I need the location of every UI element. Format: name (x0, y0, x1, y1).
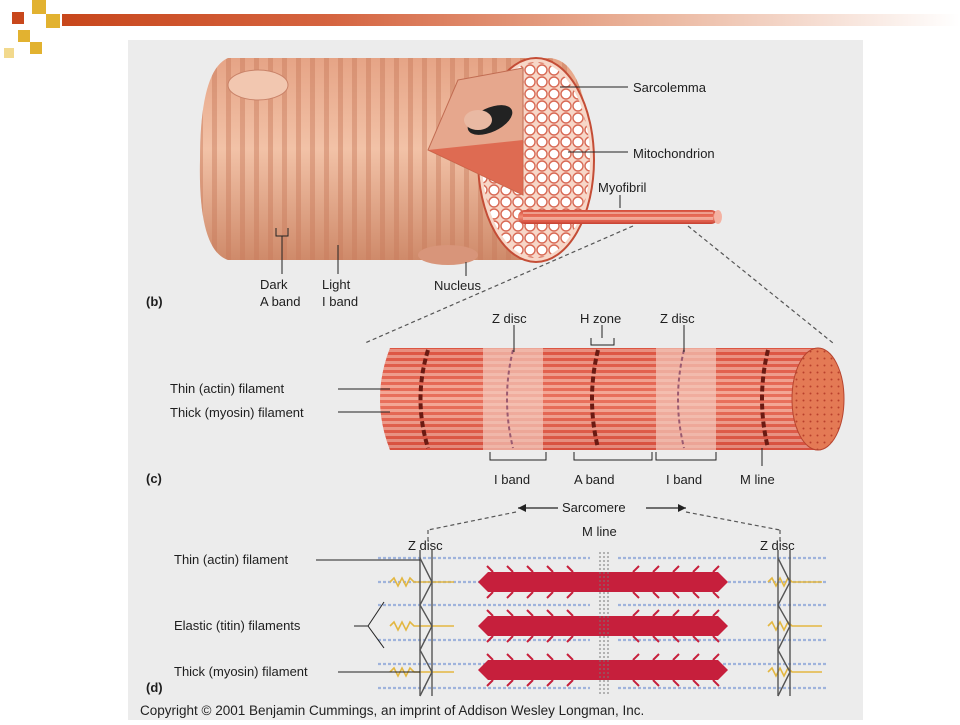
decor-square (4, 48, 14, 58)
decor-square (32, 0, 46, 14)
label-z-disc-left-d: Z disc (408, 538, 443, 553)
label-m-line-c: M line (740, 472, 775, 487)
decor-square (18, 30, 30, 42)
label-thin-filament-d: Thin (actin) filament (174, 552, 289, 567)
myofibril-illustration (338, 325, 845, 543)
label-sarcolemma: Sarcolemma (633, 80, 707, 95)
label-i-band-left-c: I band (494, 472, 530, 487)
label-nucleus: Nucleus (434, 278, 481, 293)
label-light: Light (322, 277, 351, 292)
sarcomere-illustration (316, 550, 828, 697)
label-i-band: I band (322, 294, 358, 309)
label-thick-filament-d: Thick (myosin) filament (174, 664, 308, 679)
decor-square (46, 14, 60, 28)
label-dark: Dark (260, 277, 288, 292)
label-a-band-c: A band (574, 472, 615, 487)
label-z-disc-right-d: Z disc (760, 538, 795, 553)
label-thin-filament-c: Thin (actin) filament (170, 381, 285, 396)
label-z-disc-right-c: Z disc (660, 311, 695, 326)
label-myofibril: Myofibril (598, 180, 647, 195)
label-z-disc-left-c: Z disc (492, 311, 527, 326)
label-h-zone: H zone (580, 311, 621, 326)
decor-square (30, 42, 42, 54)
muscle-fiber-illustration (199, 57, 834, 344)
muscle-diagram: Sarcolemma Mitochondrion Myofibril Dark … (146, 57, 845, 697)
panel-c-letter: (c) (146, 471, 162, 486)
label-mitochondrion: Mitochondrion (633, 146, 715, 161)
label-a-band: A band (260, 294, 301, 309)
diagram-panel: Sarcolemma Mitochondrion Myofibril Dark … (128, 40, 863, 720)
copyright-text: Copyright © 2001 Benjamin Cummings, an i… (140, 703, 645, 718)
label-sarcomere: Sarcomere (562, 500, 626, 515)
label-thick-filament-c: Thick (myosin) filament (170, 405, 304, 420)
label-m-line-d: M line (582, 524, 617, 539)
panel-b-letter: (b) (146, 294, 163, 309)
header-decoration (0, 0, 960, 60)
label-i-band-right-c: I band (666, 472, 702, 487)
label-elastic-filaments: Elastic (titin) filaments (174, 618, 301, 633)
header-gradient-bar (62, 14, 960, 26)
decor-square (12, 12, 24, 24)
panel-d-letter: (d) (146, 680, 163, 695)
